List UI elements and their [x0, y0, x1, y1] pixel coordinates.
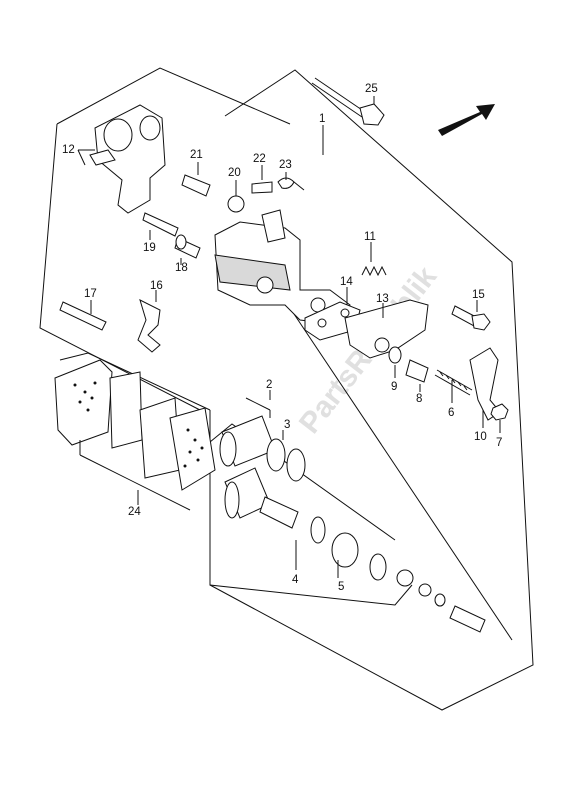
callout-2: 2: [266, 379, 272, 391]
part-7-nut: [490, 403, 509, 421]
part-6-screw: [434, 369, 473, 396]
callout-17: 17: [84, 288, 97, 300]
part-19-pin: [142, 212, 179, 237]
callout-7: 7: [496, 437, 502, 449]
callout-16: 16: [150, 280, 163, 292]
part-20-cap: [227, 195, 245, 213]
part-13-lever: [344, 299, 429, 359]
callout-1: 1: [319, 113, 325, 125]
part-2-piston: [219, 415, 276, 467]
callouts: 1 2 3 4 5 6 7 8 9 10 11 12 13 14 15 16 1…: [62, 83, 502, 593]
part-15-bolt: [451, 305, 491, 331]
part-17-pin: [59, 301, 107, 331]
callout-20: 20: [228, 167, 241, 179]
callout-24: 24: [128, 506, 141, 518]
part-4-piston: [224, 467, 299, 529]
callout-13: 13: [376, 293, 389, 305]
part-23-clip: [277, 177, 305, 191]
part-9-washer: [388, 346, 402, 364]
part-11-spring: [361, 265, 387, 277]
callout-9: 9: [391, 381, 397, 393]
part-8-fitting: [405, 359, 429, 383]
part-16-spring: [137, 299, 161, 353]
part-5-seals: [310, 516, 387, 581]
part-18-pin: [174, 234, 201, 259]
caliper-body: [214, 209, 351, 326]
callout-19: 19: [143, 242, 156, 254]
callout-18: 18: [175, 262, 188, 274]
callout-3: 3: [284, 419, 290, 431]
callout-12: 12: [62, 144, 75, 156]
callout-25: 25: [365, 83, 378, 95]
callout-8: 8: [416, 393, 422, 405]
leader-lines: [77, 96, 501, 578]
part-24-pads: [54, 359, 216, 491]
callout-21: 21: [190, 149, 203, 161]
adjuster-parts: [396, 569, 486, 633]
part-10-bracket: [469, 347, 501, 421]
callout-23: 23: [279, 159, 292, 171]
part-25-bolt: [311, 77, 385, 126]
callout-5: 5: [338, 581, 344, 593]
piston-kit-box: [209, 410, 413, 606]
callout-22: 22: [253, 153, 266, 165]
part-3-seal: [266, 438, 306, 482]
callout-14: 14: [340, 276, 353, 288]
callout-6: 6: [448, 407, 454, 419]
front-arrow-icon: [438, 104, 495, 136]
callout-15: 15: [472, 289, 485, 301]
callout-11: 11: [364, 231, 376, 243]
part-12-bracket: [89, 104, 166, 214]
part-21-pin: [181, 174, 211, 197]
assembly-outline: [39, 67, 534, 711]
part-22-bleeder: [251, 181, 273, 194]
callout-4: 4: [292, 574, 299, 586]
callout-10: 10: [474, 431, 487, 443]
